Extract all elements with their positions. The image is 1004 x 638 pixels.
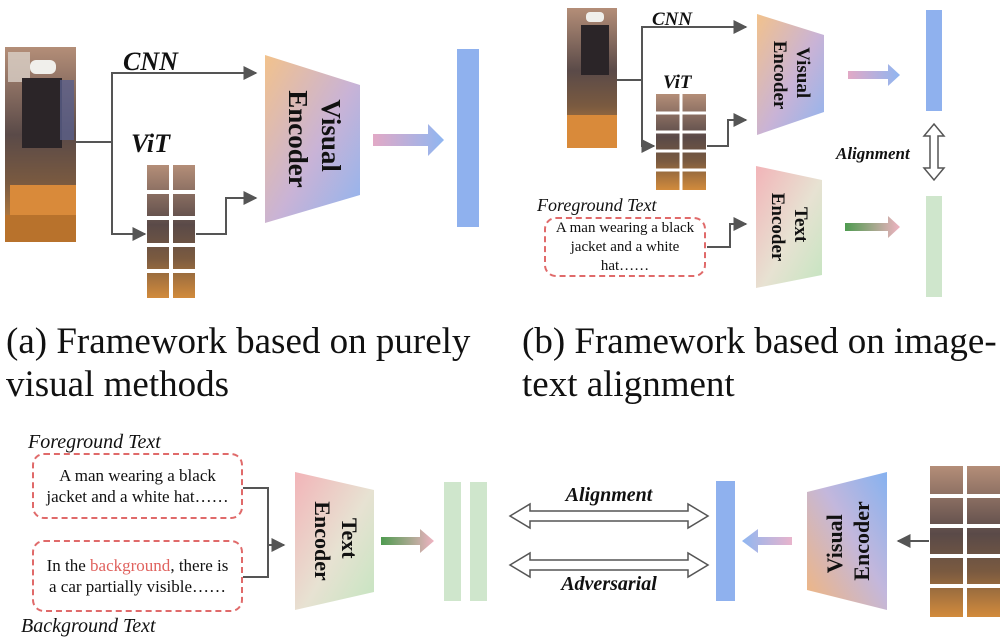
background-connector-c — [243, 538, 286, 578]
vit-to-encoder-a — [196, 191, 258, 235]
svg-text:Text Encoder: Text Encoder — [767, 193, 811, 262]
background-text-before: In the — [46, 556, 91, 575]
cnn-connector-a — [76, 66, 258, 143]
alignment-arrow-c — [508, 502, 710, 530]
visual-encoder-a-line2: Encoder — [283, 90, 313, 188]
visual-output-arrow-c — [742, 529, 792, 553]
panel-c: Foreground Text Background Text Text Enc… — [21, 431, 1000, 637]
caption-b: (b) Framework based on image- text align… — [522, 320, 997, 406]
visual-encoder-b — [757, 14, 824, 135]
text-encoder-b-line2: Encoder — [767, 193, 788, 262]
visual-feature-b — [926, 10, 942, 111]
caption-b-line1: (b) Framework based on image- — [522, 321, 997, 362]
svg-text:Visual Encoder: Visual Encoder — [283, 90, 346, 188]
text-encoder-b — [756, 166, 822, 288]
alignment-label-c: Alignment — [564, 484, 654, 506]
alignment-label-b: Alignment — [835, 144, 911, 163]
text-encoder-c-line1: Text — [337, 518, 362, 559]
foreground-text-c: A man wearing a black jacket and a white… — [46, 466, 229, 506]
alignment-arrow-b — [922, 122, 946, 182]
caption-a: (a) Framework based on purely visual met… — [6, 320, 470, 406]
person-image-a — [5, 47, 76, 242]
svg-text:Text Encoder: Text Encoder — [310, 501, 362, 581]
visual-encoder-c — [807, 472, 887, 610]
foreground-feature-c — [444, 482, 461, 601]
caption-b-line2: text alignment — [522, 364, 735, 405]
vit-connector-a — [111, 142, 147, 241]
background-feature-c — [470, 482, 487, 601]
vit-label-a: ViT — [131, 129, 171, 158]
background-text-c: In the background, there is a car partia… — [44, 555, 231, 597]
caption-a-line2: visual methods — [6, 364, 230, 405]
foreground-text-box-c: A man wearing a black jacket and a white… — [32, 453, 243, 519]
text-encoder-c-line2: Encoder — [310, 501, 335, 581]
vit-patches-c — [930, 466, 1000, 617]
visual-encoder-a — [265, 55, 360, 223]
background-text-box-c: In the background, there is a car partia… — [32, 540, 243, 612]
visual-feature-c — [716, 481, 735, 601]
visual-encoder-b-line1: Visual — [792, 47, 813, 98]
vit-connector-b — [641, 80, 656, 153]
vit-to-encoder-b — [707, 113, 748, 147]
visual-feature-a — [457, 49, 479, 227]
text-encoder-c — [295, 472, 374, 610]
text-encoder-b-line1: Text — [790, 207, 811, 243]
visual-encoder-b-line2: Encoder — [769, 41, 790, 110]
foreground-text-b: A man wearing a black jacket and a white… — [555, 219, 695, 274]
background-text-after: , there is a car partially visible…… — [48, 556, 229, 596]
panel-a: CNN ViT Visual Encoder — [5, 47, 479, 298]
panel-b: CNN ViT Visual Encoder Alignment Text En… — [536, 8, 946, 297]
foreground-title-b: Foreground Text — [536, 195, 657, 215]
text-output-arrow-c — [381, 529, 434, 553]
person-image-b — [567, 8, 617, 148]
svg-text:Visual Encoder: Visual Encoder — [769, 41, 813, 110]
cnn-label-a: CNN — [123, 47, 179, 76]
output-arrow-a — [373, 124, 444, 156]
adversarial-label-c: Adversarial — [559, 573, 657, 595]
visual-encoder-c-line1: Visual — [822, 514, 847, 573]
foreground-connector-c — [243, 487, 269, 545]
visual-output-arrow-b — [848, 64, 900, 86]
vit-patches-b — [656, 94, 706, 190]
background-title-c: Background Text — [21, 615, 156, 637]
background-text-highlight: background — [90, 556, 171, 575]
text-to-encoder-b — [707, 217, 748, 248]
vit-label-b: ViT — [663, 72, 693, 93]
visual-encoder-c-line2: Encoder — [849, 501, 874, 581]
vit-patches-a — [147, 165, 195, 298]
text-feature-b — [926, 196, 942, 297]
text-output-arrow-b — [845, 216, 900, 238]
foreground-title-c: Foreground Text — [27, 431, 161, 453]
foreground-text-box-b: A man wearing a black jacket and a white… — [544, 217, 706, 277]
cnn-connector-b — [617, 20, 748, 81]
visual-encoder-a-line1: Visual — [316, 99, 346, 172]
adversarial-arrow-c — [508, 551, 710, 579]
caption-a-line1: (a) Framework based on purely — [6, 321, 471, 362]
svg-text:Visual Encoder: Visual Encoder — [822, 501, 874, 581]
cnn-label-b: CNN — [652, 9, 693, 30]
